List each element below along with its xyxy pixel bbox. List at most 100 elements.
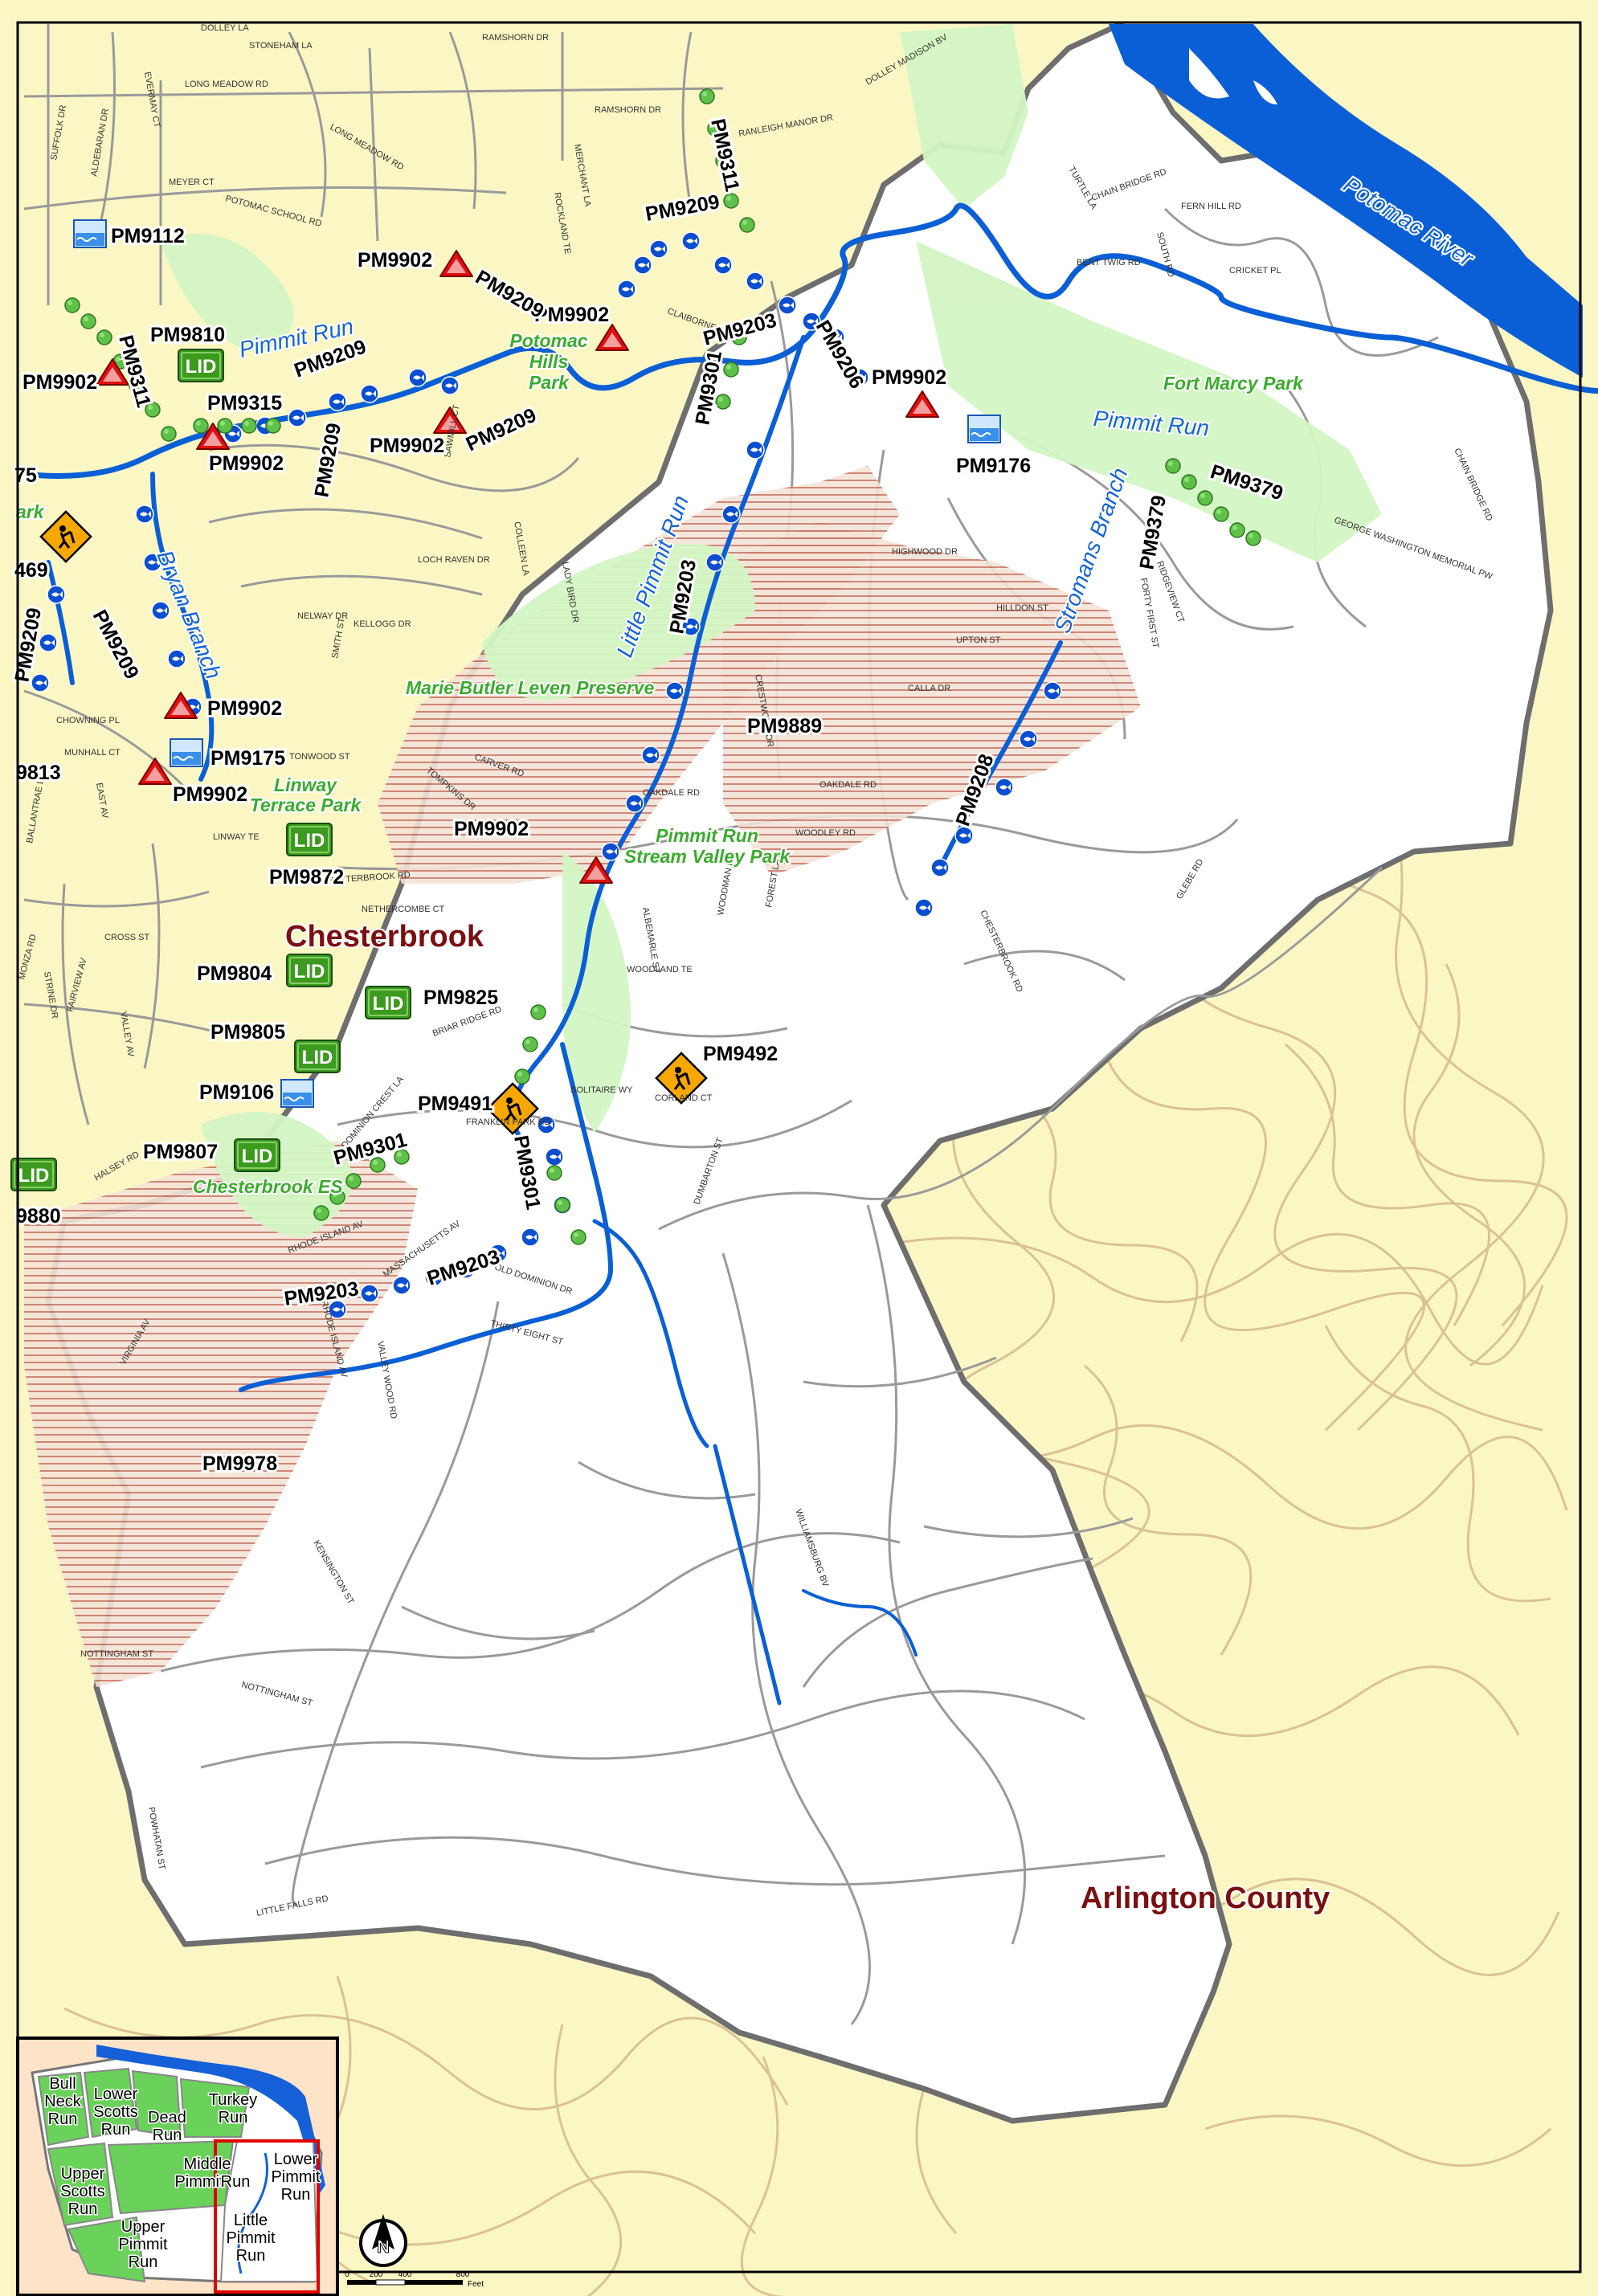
project-code-label[interactable]: 9880 xyxy=(14,1203,63,1230)
street-label: LINWAY TE xyxy=(213,832,260,842)
place-label: Chesterbrook xyxy=(285,920,484,954)
project-code-label[interactable]: PM9315 xyxy=(205,390,284,417)
svg-text:N: N xyxy=(377,2237,390,2257)
street-label: WOODLAND TE xyxy=(627,965,693,974)
inset-label: Run xyxy=(153,2126,182,2144)
inset-label: Run xyxy=(68,2200,98,2218)
pond-icon[interactable] xyxy=(967,415,1001,443)
inset-label: Little xyxy=(234,2212,268,2229)
street-label: CROSS ST xyxy=(104,933,150,942)
street-label: CALLA DR xyxy=(908,684,950,693)
street-label: CRICKET PL xyxy=(1229,266,1281,276)
inset-label: Run xyxy=(48,2110,78,2128)
pond-icon[interactable] xyxy=(73,219,107,248)
street-label: LONG MEADOW RD xyxy=(185,80,268,89)
park-label: Fort Marcy Park xyxy=(1163,373,1304,394)
street-label: CHOWNING PL xyxy=(56,716,120,725)
project-code-label[interactable]: PM9492 xyxy=(701,1040,780,1068)
inset-locator-map[interactable]: Bull Neck Run Lower Scotts Run Dead Run … xyxy=(16,2037,339,2296)
project-code-label[interactable]: PM9106 xyxy=(197,1079,276,1106)
street-label: MUNHALL CT xyxy=(64,748,121,758)
park-label: Pimmit Run xyxy=(656,825,758,846)
street-label: OAKDALE RD xyxy=(819,780,877,790)
inset-label: Lower xyxy=(94,2086,138,2103)
pond-icon[interactable] xyxy=(280,1079,314,1108)
inset-label: Scotts xyxy=(60,2183,105,2200)
lid-badge-icon[interactable]: LID xyxy=(365,986,411,1019)
project-code-label[interactable]: PM9902 xyxy=(206,450,286,477)
stream-label: Pimmit Run xyxy=(1092,406,1210,440)
inset-label: Lower xyxy=(274,2151,318,2168)
streams xyxy=(21,202,1598,1706)
project-code-label[interactable]: PM9978 xyxy=(200,1450,280,1477)
lid-label: LID xyxy=(18,1165,50,1187)
street-label: RAMSHORN DR xyxy=(482,33,549,43)
street-label: STONEHAM LA xyxy=(249,41,313,51)
lid-badge-icon[interactable]: LID xyxy=(286,823,333,856)
street-label: UPTON ST xyxy=(956,635,1001,645)
inset-label: Neck xyxy=(44,2093,82,2110)
lid-badges[interactable]: LID LID LID LID LID LID LID xyxy=(10,349,411,1191)
project-code-label[interactable]: PM9804 xyxy=(194,960,274,987)
inset-label: Middle xyxy=(184,2155,231,2173)
project-code-label[interactable]: PM9889 xyxy=(745,713,824,740)
project-code-label[interactable]: PM9902 xyxy=(869,364,949,391)
inset-label: Run xyxy=(101,2121,131,2139)
park-label: Marie Butler Leven Preserve xyxy=(406,677,655,698)
project-code-label[interactable]: PM9902 xyxy=(367,432,447,460)
project-code-label[interactable]: PM9902 xyxy=(532,301,611,329)
potomac-river xyxy=(1109,24,1583,378)
scale-unit-label: Feet xyxy=(468,2280,484,2289)
project-code-label[interactable]: PM9807 xyxy=(141,1138,220,1166)
project-code-label[interactable]: PM9902 xyxy=(452,815,531,843)
hatched-zones xyxy=(24,466,1141,1687)
project-code-label[interactable]: PM9825 xyxy=(421,984,501,1011)
place-label: Arlington County xyxy=(1081,1881,1330,1915)
project-code-label[interactable]: PM9176 xyxy=(954,452,1033,480)
lid-badge-icon[interactable]: LID xyxy=(178,349,224,382)
inset-label: Run xyxy=(236,2247,266,2265)
project-code-label[interactable]: PM9902 xyxy=(355,247,435,274)
inset-label: Dead xyxy=(148,2109,186,2126)
place-labels: Chesterbrook Arlington County xyxy=(284,918,1331,1917)
lid-badge-icon[interactable]: LID xyxy=(10,1158,57,1191)
project-code-label[interactable]: PM9872 xyxy=(267,864,346,891)
lid-badge-icon[interactable]: LID xyxy=(286,954,333,987)
inset-label: Scotts xyxy=(93,2103,138,2121)
river-islands xyxy=(1189,48,1277,104)
street-label: CORLAND CT xyxy=(655,1093,713,1103)
project-code-label[interactable]: PM9112 xyxy=(108,223,187,250)
park-areas xyxy=(161,24,1382,1237)
street-label: HILLDON ST xyxy=(996,603,1048,613)
inset-highlight-frame xyxy=(214,2139,320,2294)
street-label: LOCH RAVEN DR xyxy=(418,555,490,565)
inset-label: Run xyxy=(219,2109,248,2126)
lid-label: LID xyxy=(186,356,217,378)
project-code-label[interactable]: PM9805 xyxy=(208,1019,288,1046)
project-code-label[interactable]: PM9175 xyxy=(208,745,288,772)
project-code-label[interactable]: PM9810 xyxy=(148,321,227,349)
pond-icon[interactable] xyxy=(170,738,203,767)
project-code-label[interactable]: PM9491 xyxy=(415,1090,495,1117)
street-label: NETHERCOMBE CT xyxy=(362,905,445,914)
lid-badge-icon[interactable]: LID xyxy=(234,1138,280,1172)
park-label: Stream Valley Park xyxy=(624,846,791,867)
north-arrow-icon: N xyxy=(359,2214,407,2267)
lid-badge-icon[interactable]: LID xyxy=(294,1040,341,1073)
inset-label: Pimmit xyxy=(271,2168,321,2186)
project-code-label[interactable]: 9813 xyxy=(14,759,63,786)
lid-label: LID xyxy=(373,993,404,1015)
street-label: FRANKLIN PARK RD xyxy=(466,1117,551,1127)
street-label: RAMSHORN DR xyxy=(595,105,661,115)
street-label: BENT TWIG RD xyxy=(1077,258,1141,268)
park-label: Potomac xyxy=(509,330,587,351)
watershed-boundary xyxy=(45,21,1554,2124)
inset-label: Run xyxy=(281,2186,311,2204)
project-code-label[interactable]: PM9902 xyxy=(205,695,284,722)
street-label: KELLOGG DR xyxy=(354,619,411,629)
project-code-label[interactable]: 469 xyxy=(12,557,51,584)
project-code-label[interactable]: PM9902 xyxy=(170,781,250,808)
park-label: Chesterbrook ES xyxy=(193,1176,343,1197)
project-code-label[interactable]: PM9902 xyxy=(20,369,100,396)
